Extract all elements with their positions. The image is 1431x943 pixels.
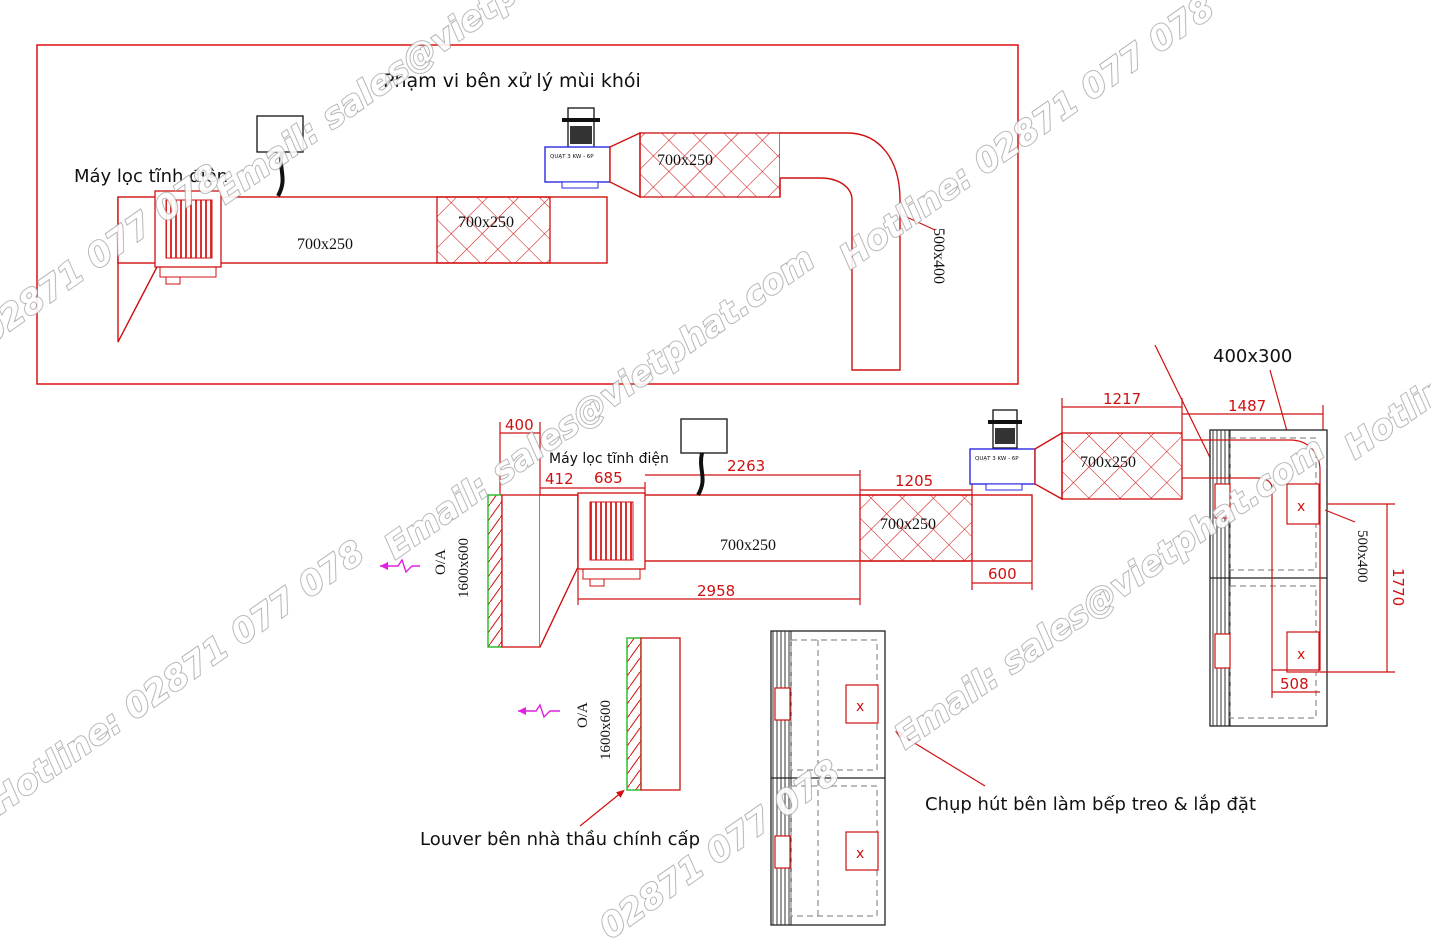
carbon-filter-top xyxy=(436,196,551,264)
dim-400: 400 xyxy=(505,416,534,434)
exhaust-fan-bottom: QUẠT 3 KW - 6P xyxy=(969,409,1036,491)
filter-label-bottom: Máy lọc tĩnh điện xyxy=(549,451,669,467)
louver-note-leader xyxy=(579,789,625,827)
louver-1: O/A 1600x600 xyxy=(380,494,541,648)
louver-2: O/A 1600x600 xyxy=(518,637,681,791)
dim-1205: 1205 xyxy=(895,472,933,490)
dim-1770: 1770 xyxy=(1389,568,1407,606)
control-box-top xyxy=(256,115,304,153)
watermark-hotline-2: Hotline: 02871 077 078 xyxy=(0,533,372,823)
duct-size-after-fan-top: 700x250 xyxy=(657,152,713,169)
smoke-scope-frame xyxy=(36,44,1019,385)
svg-text:x: x xyxy=(1297,499,1305,515)
electrostatic-filter-top xyxy=(154,190,222,285)
dim-2263: 2263 xyxy=(727,457,765,475)
carbon-filter-after-fan-top xyxy=(639,132,781,198)
riser-elbow-top xyxy=(780,132,901,371)
fan-label-bottom: QUẠT 3 KW - 6P xyxy=(975,456,1019,462)
duct-size-hood-top-label: 400x300 xyxy=(1213,346,1292,367)
duct-size-main-bottom: 700x250 xyxy=(720,537,776,554)
duct-size-hood: 500x400 xyxy=(1354,530,1370,583)
duct-size-main-top: 700x250 xyxy=(297,236,353,253)
leader-riser-top xyxy=(899,213,936,231)
dim-1487: 1487 xyxy=(1228,397,1266,415)
cable-bottom xyxy=(696,452,705,497)
electrostatic-filter-bottom xyxy=(577,492,646,587)
watermark-hotline-1: Hotline: 02871 077 078 xyxy=(832,0,1222,277)
hood-note-leader xyxy=(894,731,986,787)
duct-size-filter-top: 700x250 xyxy=(458,214,514,231)
exhaust-fan-top: QUẠT 3 KW - 6P xyxy=(544,107,611,189)
watermark-hotline-3: Hotline: 02871 077 078 xyxy=(1337,178,1431,468)
fan-label-top: QUẠT 3 KW - 6P xyxy=(550,154,594,160)
oa-size-2: 1600x600 xyxy=(598,700,614,760)
top-view: Phạm vi bên xử lý mùi khói Máy lọc tĩnh … xyxy=(36,44,1019,385)
hood-note: Chụp hút bên làm bếp treo & lắp đặt xyxy=(925,794,1256,815)
control-box-bottom xyxy=(680,418,728,454)
airflow-arrow-2 xyxy=(518,703,560,719)
dim-508: 508 xyxy=(1280,675,1309,693)
svg-text:x: x xyxy=(1297,647,1305,663)
oa-label-1: O/A xyxy=(433,549,449,575)
svg-text:x: x xyxy=(856,846,864,862)
airflow-arrow-1 xyxy=(380,558,420,574)
dim-412: 412 xyxy=(545,470,574,488)
leader-400x300-b xyxy=(1154,344,1221,479)
dim-2958: 2958 xyxy=(697,582,735,600)
duct-size-after-fan-bottom: 700x250 xyxy=(1080,454,1136,471)
dim-1217: 1217 xyxy=(1103,390,1141,408)
dim-600: 600 xyxy=(988,565,1017,583)
duct-size-riser-top: 500x400 xyxy=(930,228,947,284)
smoke-scope-label: Phạm vi bên xử lý mùi khói xyxy=(383,70,641,92)
hood-cone-bottom xyxy=(539,494,579,648)
transition-top xyxy=(609,131,641,199)
filter-label-top: Máy lọc tĩnh điện xyxy=(74,166,228,187)
carbon-filter-bottom xyxy=(859,494,973,562)
dim-685: 685 xyxy=(594,469,623,487)
duct-size-filter-bottom: 700x250 xyxy=(880,516,936,533)
kitchen-hood-center: x x xyxy=(770,630,886,926)
oa-size-1: 1600x600 xyxy=(456,538,472,598)
oa-label-2: O/A xyxy=(575,702,591,728)
carbon-filter-after-fan-bottom xyxy=(1061,432,1183,500)
svg-text:x: x xyxy=(856,699,864,715)
bottom-view: 400 412 685 Máy lọc tĩnh điện 2263 1205 … xyxy=(380,344,1407,926)
louver-note: Louver bên nhà thầu chính cấp xyxy=(420,829,700,850)
transition-bottom xyxy=(1034,431,1063,501)
kitchen-hood-right: x x xyxy=(1182,429,1328,727)
cable-top xyxy=(276,151,285,197)
